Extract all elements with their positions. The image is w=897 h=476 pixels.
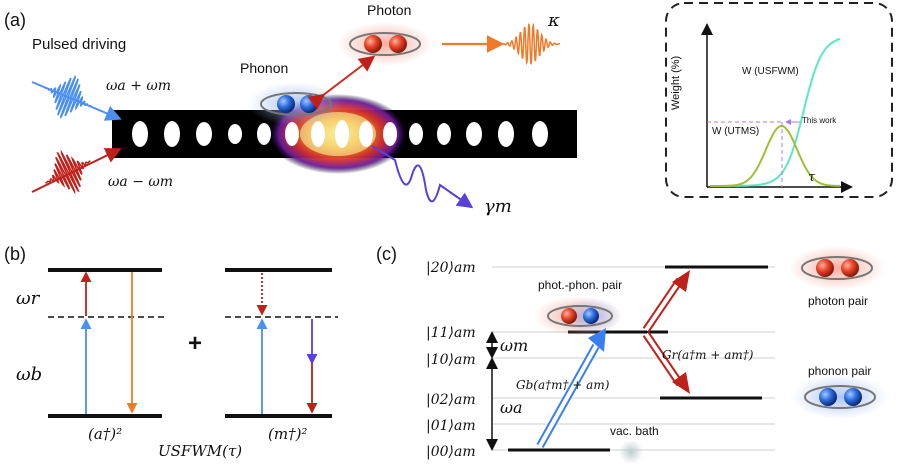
kappa-pulse <box>499 22 561 66</box>
inset-ylabel: Weight (%) <box>670 55 682 110</box>
phot-phon-pair <box>534 296 622 336</box>
gamma-label: γm <box>484 196 512 217</box>
level-00: |00⟩am <box>426 444 476 460</box>
level-02: |02⟩am <box>426 392 476 408</box>
gb-arrowhead <box>588 328 606 352</box>
kappa-label: κ <box>548 10 560 31</box>
tms-curve <box>710 124 840 187</box>
blue-pump-pulse <box>31 75 122 121</box>
panel-a-label: (a) <box>4 10 26 30</box>
inset-xlabel: τ <box>808 170 816 185</box>
left-caption: (a†)² <box>88 425 123 443</box>
photon-label: Photon <box>367 2 412 18</box>
omega-a-label: ωa <box>500 398 523 417</box>
right-caption: (m†)² <box>268 425 308 443</box>
phonon-pair-c <box>792 375 888 419</box>
red-pump-pulse <box>31 148 122 195</box>
omega-b-label: ωb <box>16 364 43 385</box>
w-tms-label: W (UTMS) <box>712 126 760 137</box>
w-sfwm-label: W (USFWM) <box>742 66 799 77</box>
usfwm-caption: USFWM(τ) <box>158 442 243 460</box>
panel-c-diagram <box>486 246 888 464</box>
pulsed-driving-label: Pulsed driving <box>32 36 127 53</box>
omega-plus-label: ωa + ωm <box>106 78 172 94</box>
phonon-label: Phonon <box>240 60 289 76</box>
phot-phon-pair-label: phot.-phon. pair <box>538 278 623 292</box>
level-01: |01⟩am <box>426 418 476 434</box>
level-11: |11⟩am <box>426 325 476 341</box>
panel-c-label: (c) <box>376 244 397 264</box>
photon-pair-c <box>789 246 885 290</box>
coupling-arrow <box>307 55 376 110</box>
omega-m-label: ωm <box>500 336 529 355</box>
gamma-arrow <box>371 145 474 209</box>
photon-pair-label: photon pair <box>808 294 869 308</box>
beam-holes <box>132 120 548 148</box>
level-20: |20⟩am <box>426 260 476 276</box>
vac-bath-glow <box>619 440 643 464</box>
photon-pair-a <box>337 22 433 66</box>
panel-b-diagram <box>48 268 338 418</box>
omega-r-label: ωr <box>16 288 40 309</box>
gr-label: Gr(a†m + am†) <box>662 348 754 362</box>
vac-bath-label: vac. bath <box>610 424 659 438</box>
omega-minus-label: ωa − ωm <box>108 174 174 190</box>
nanobeam <box>112 94 577 174</box>
panel-b-label: (b) <box>4 244 26 264</box>
this-work-label: This work <box>802 116 837 125</box>
phonon-pair-label: phonon pair <box>808 364 872 378</box>
inset-plot <box>665 2 893 198</box>
level-10: |10⟩am <box>426 352 476 368</box>
gb-label: Gb(a†m† + am) <box>516 378 610 392</box>
plus-sign: + <box>188 330 203 357</box>
phonon-pair-a <box>248 82 344 126</box>
